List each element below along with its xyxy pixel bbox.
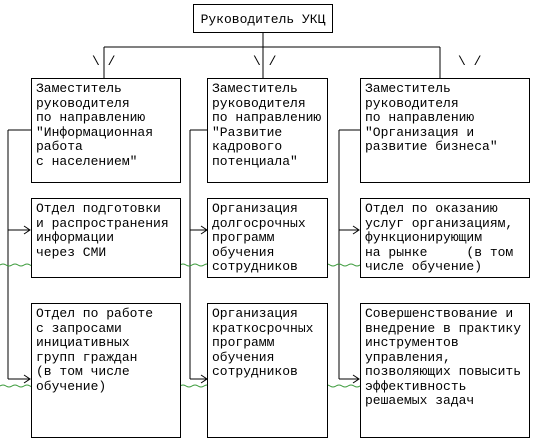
deputy-box-business: Заместитель руководителя по направлению … <box>360 78 530 183</box>
arrow-hint-1: \ / <box>92 54 116 69</box>
deputy-box-info: Заместитель руководителя по направлению … <box>31 78 181 183</box>
unit-box-media: Отдел подготовки и распространения инфор… <box>31 198 181 278</box>
arrow-col1-unit2 <box>23 374 31 384</box>
head-box: Руководитель УКЦ <box>193 4 333 33</box>
deputy-box-hr: Заместитель руководителя по направлению … <box>207 78 328 183</box>
arrow-hint-3: \ / <box>458 54 482 69</box>
arrow-hint-2: \ / <box>253 54 277 69</box>
unit-box-requests: Отдел по работе с запросами инициативных… <box>31 303 181 438</box>
arrow-col3-unit2 <box>352 374 360 384</box>
arrow-col3-unit1 <box>352 225 360 235</box>
unit-box-short-term: Организация краткосрочных программ обуче… <box>207 303 328 438</box>
unit-box-services: Отдел по оказанию услуг организациям, фу… <box>360 198 530 278</box>
unit-box-improvement: Совершенствование и внедрение в практику… <box>360 303 530 438</box>
unit-box-long-term: Организация долгосрочных программ обучен… <box>207 198 328 278</box>
arrow-col1-unit1 <box>23 225 31 235</box>
